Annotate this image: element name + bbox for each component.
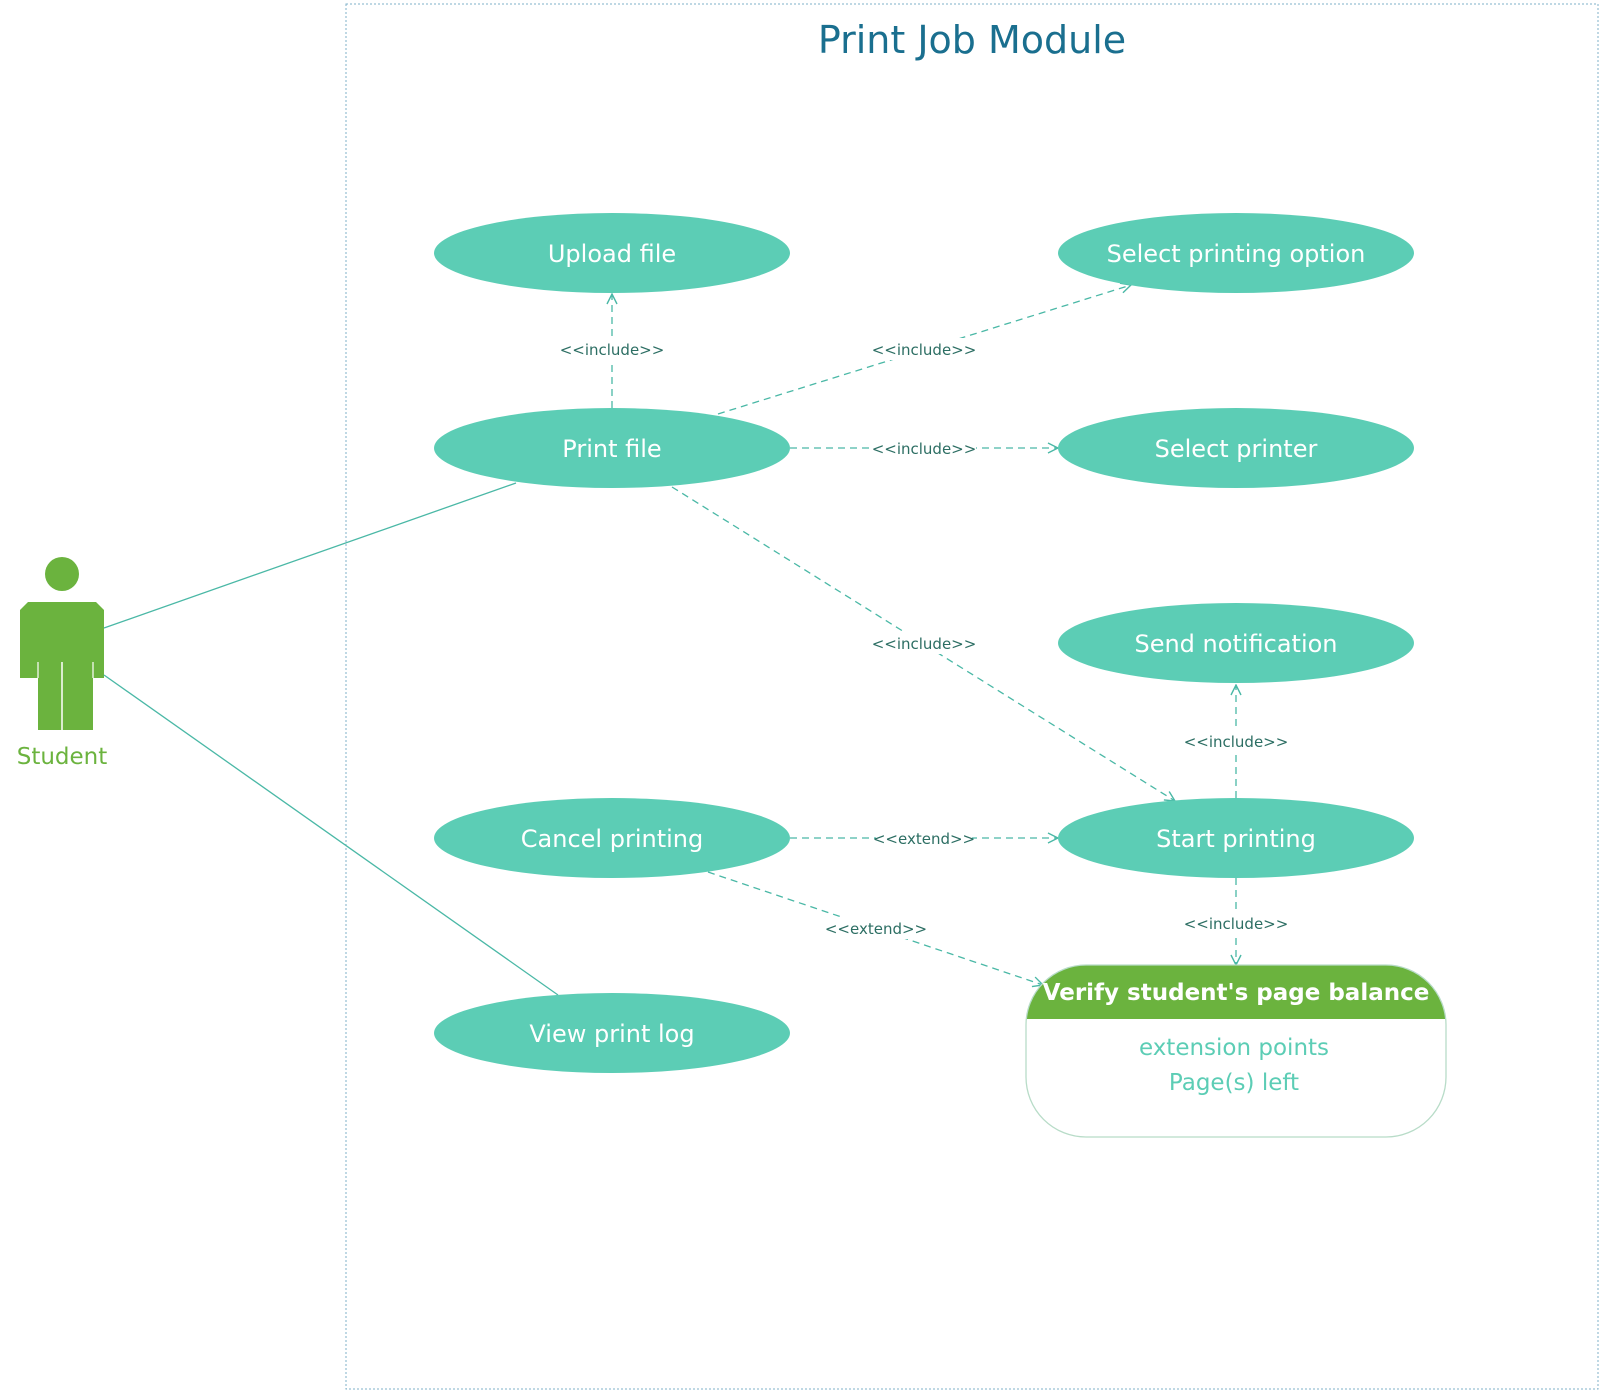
usecase-send-notification[interactable]: Send notification xyxy=(1058,603,1414,683)
usecase-start-printing[interactable]: Start printing xyxy=(1058,798,1414,878)
usecase-verify-balance-label: Verify student's page balance xyxy=(1043,980,1430,1006)
usecase-select-printing-option[interactable]: Select printing option xyxy=(1058,213,1414,293)
association-student-view-log xyxy=(103,674,559,996)
extend-start-label: <<extend>> xyxy=(873,830,975,848)
system-title: Print Job Module xyxy=(818,18,1126,62)
usecase-start-printing-label: Start printing xyxy=(1156,825,1316,853)
usecase-cancel-printing-label: Cancel printing xyxy=(521,825,703,853)
include-option-label: <<include>> xyxy=(872,341,977,359)
usecase-view-print-log-label: View print log xyxy=(529,1020,694,1048)
association-student-print-file xyxy=(103,482,517,629)
person-icon xyxy=(20,557,104,730)
usecase-select-printer-label: Select printer xyxy=(1155,435,1318,463)
actor-student[interactable]: Student xyxy=(17,557,108,770)
usecase-cancel-printing[interactable]: Cancel printing xyxy=(434,798,790,878)
usecase-verify-balance[interactable]: Verify student's page balance extension … xyxy=(1025,964,1447,1138)
include-printer-label: <<include>> xyxy=(872,440,977,458)
usecase-print-file-label: Print file xyxy=(562,435,661,463)
actor-label: Student xyxy=(17,744,108,770)
include-upload-label: <<include>> xyxy=(560,341,665,359)
usecase-upload-file[interactable]: Upload file xyxy=(434,213,790,293)
relation-labels: <<include>> <<include>> <<include>> <<in… xyxy=(560,338,1289,939)
usecase-send-notification-label: Send notification xyxy=(1134,630,1337,658)
usecase-select-printing-option-label: Select printing option xyxy=(1107,240,1366,268)
extend-verify-line xyxy=(707,871,1043,985)
usecase-print-file[interactable]: Print file xyxy=(434,408,790,488)
usecase-select-printer[interactable]: Select printer xyxy=(1058,408,1414,488)
include-notify-label: <<include>> xyxy=(1184,733,1289,751)
extension-point-pages-left: Page(s) left xyxy=(1169,1070,1299,1096)
include-verify-label: <<include>> xyxy=(1184,915,1289,933)
include-start-label: <<include>> xyxy=(872,635,977,653)
verify-header xyxy=(1026,965,1446,1019)
system-boundary xyxy=(345,3,1599,1390)
extension-points-heading: extension points xyxy=(1139,1035,1329,1061)
usecase-view-print-log[interactable]: View print log xyxy=(434,993,790,1073)
include-start-line xyxy=(671,486,1175,801)
extend-verify-label: <<extend>> xyxy=(825,920,927,938)
usecase-upload-file-label: Upload file xyxy=(548,240,676,268)
